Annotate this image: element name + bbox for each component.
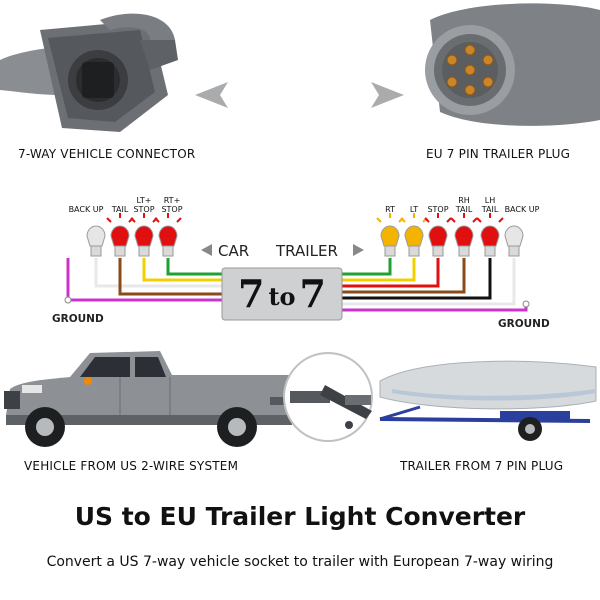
bulb-left-2 (130, 213, 158, 257)
hitch-closeup (283, 352, 373, 442)
bulb-right-5 (504, 225, 524, 257)
bulb-label-left-2: LT+STOP (124, 196, 164, 214)
wire-stop-right (342, 258, 440, 288)
converter-label: 7 to 7 (222, 268, 342, 320)
bulb-label-right-5: BACK UP (502, 205, 542, 214)
bulb-label-line: TAIL (111, 205, 129, 214)
ground-terminal-left (64, 296, 72, 304)
ground-label-left: GROUND (52, 313, 104, 325)
wiring-diagram (64, 213, 530, 321)
right-bulbs (376, 213, 524, 257)
vehicle-connector-caption: 7-WAY VEHICLE CONNECTOR (18, 147, 196, 161)
bulb-label-line: RH (458, 196, 470, 205)
bulb-right-3 (450, 213, 478, 257)
converter-box (221, 267, 343, 321)
arrow-right-icon (371, 82, 404, 108)
bulb-label-line: STOP (133, 205, 155, 214)
wire-lhtail-right (342, 258, 492, 300)
connectors-illustration (0, 3, 600, 132)
bulb-left-3 (154, 213, 182, 257)
eu-plug-image (425, 3, 600, 126)
ground-terminal-right (522, 300, 530, 308)
arrow-left-icon (195, 82, 228, 108)
bulb-label-right-2: STOP (418, 205, 458, 214)
right-wires (342, 258, 528, 312)
bulb-left-0 (86, 225, 106, 257)
vehicle-connector-image (0, 13, 178, 132)
wire-backup-right (342, 258, 516, 306)
converter-big-left: 7 (238, 271, 265, 316)
bulb-label-right-1: LT (394, 205, 434, 214)
bulb-label-line: STOP (427, 205, 449, 214)
vehicle-trailer-scene (4, 351, 597, 447)
bulb-label-line: TAIL (455, 205, 473, 214)
trailer-arrow-icon (353, 244, 364, 256)
left-bulbs (86, 213, 182, 257)
converter-big-right: 7 (299, 271, 326, 316)
wire-backup-left (94, 258, 222, 288)
bulb-label-line: STOP (161, 205, 183, 214)
bulb-label-left-3: RT+STOP (152, 196, 192, 214)
ground-label-right: GROUND (498, 318, 550, 330)
car-arrow-icon (201, 244, 212, 256)
left-wires (66, 258, 222, 302)
wire-rtstop-left (166, 258, 222, 276)
bulb-left-1 (106, 213, 134, 257)
wire-ltstop-left (142, 258, 222, 282)
converter-small: to (268, 282, 296, 311)
bulb-right-2 (424, 213, 452, 257)
eu-plug-caption: EU 7 PIN TRAILER PLUG (426, 147, 571, 161)
car-label: CAR (218, 242, 250, 260)
boat-trailer-image (379, 360, 597, 441)
bulb-label-line: BACK UP (68, 205, 104, 214)
page-title: US to EU Trailer Light Converter (74, 502, 526, 531)
bulb-right-4 (476, 213, 504, 257)
wire-tail-left (118, 258, 222, 296)
bulb-right-0 (376, 213, 404, 257)
bulb-label-left-0: BACK UP (66, 205, 106, 214)
bulb-label-line: TAIL (481, 205, 499, 214)
bulb-label-line: RT (385, 205, 395, 214)
vehicle-caption: VEHICLE FROM US 2-WIRE SYSTEM (24, 459, 239, 473)
bulb-label-line: RT+ (163, 196, 181, 205)
wire-rhtail-right (342, 258, 466, 294)
wire-lt-right (342, 258, 416, 282)
bulb-label-line: BACK UP (504, 205, 540, 214)
bulb-right-1 (400, 213, 428, 257)
bulb-label-line: LT+ (136, 196, 152, 205)
bulb-label-line: LT (409, 205, 419, 214)
trailer-caption: TRAILER FROM 7 PIN PLUG (400, 459, 564, 473)
page-subtitle: Convert a US 7-way vehicle socket to tra… (46, 554, 554, 570)
pickup-truck-image (4, 351, 310, 447)
wire-rt-right (342, 258, 392, 276)
bulb-label-right-0: RT (370, 205, 410, 214)
bulb-label-left-1: TAIL (100, 205, 140, 214)
trailer-label: TRAILER (276, 242, 338, 260)
bulb-label-line: LH (484, 196, 496, 205)
